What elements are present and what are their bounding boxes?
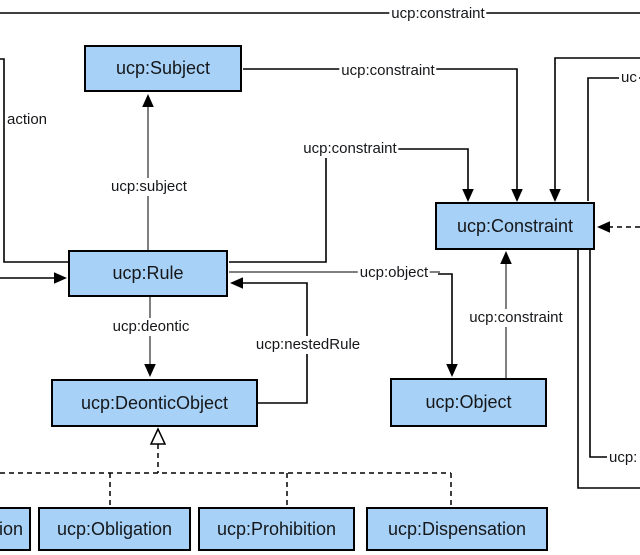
arrowhead-into-constraint-2 xyxy=(511,189,523,202)
label-ucp-object: ucp:object xyxy=(357,264,431,282)
node-obligation: ucp:Obligation xyxy=(38,507,191,551)
label-action-clipped: action xyxy=(4,111,50,129)
arrowhead-into-rule-left xyxy=(54,272,67,284)
node-object: ucp:Object xyxy=(390,378,547,427)
arrowhead-into-object xyxy=(446,364,458,377)
edge-rule-to-constraint xyxy=(229,148,469,263)
label-subject-constraint: ucp:constraint xyxy=(339,62,437,80)
arrowhead-dashed-into-constraint xyxy=(597,221,610,233)
edge-offscreen-to-constraint xyxy=(554,57,640,200)
label-top-constraint: ucp:constraint xyxy=(389,5,487,23)
label-uc-clipped: uc xyxy=(619,69,639,87)
arrowhead-into-constraint-3 xyxy=(549,189,561,202)
label-object-constraint: ucp:constraint xyxy=(467,309,565,327)
edge-object-vertical xyxy=(438,273,453,369)
arrowhead-into-constraint-1 xyxy=(462,189,474,202)
edge-offscreen-uc-to-constraint xyxy=(587,77,640,201)
edge-constraint-bracket-inner xyxy=(589,250,608,458)
arrowhead-into-subject xyxy=(142,94,154,107)
label-ucp-subject: ucp:subject xyxy=(109,178,189,196)
label-ucp-nested-rule: ucp:nestedRule xyxy=(253,336,363,354)
arrowhead-into-deontic-object xyxy=(144,364,156,377)
arrowhead-into-rule-right xyxy=(230,277,243,289)
edge-subject-to-constraint xyxy=(243,68,518,200)
label-ucp-right-clipped: ucp: xyxy=(607,449,640,467)
node-dispensation: ucp:Dispensation xyxy=(366,507,548,551)
label-ucp-deontic: ucp:deontic xyxy=(110,318,192,336)
node-constraint: ucp:Constraint xyxy=(435,202,595,250)
node-prohibition: ucp:Prohibition xyxy=(198,507,355,551)
edge-action xyxy=(0,58,68,263)
node-deontic-object: ucp:DeonticObject xyxy=(51,379,258,427)
label-rule-constraint: ucp:constraint xyxy=(301,140,399,158)
node-permission-clipped: ion xyxy=(0,507,31,551)
arrowhead-into-constraint-bottom xyxy=(500,251,512,264)
arrowhead-inheritance-open xyxy=(149,427,167,445)
node-rule: ucp:Rule xyxy=(68,250,228,297)
edge-constraint-bracket-outer xyxy=(577,250,640,489)
node-subject: ucp:Subject xyxy=(84,45,242,92)
